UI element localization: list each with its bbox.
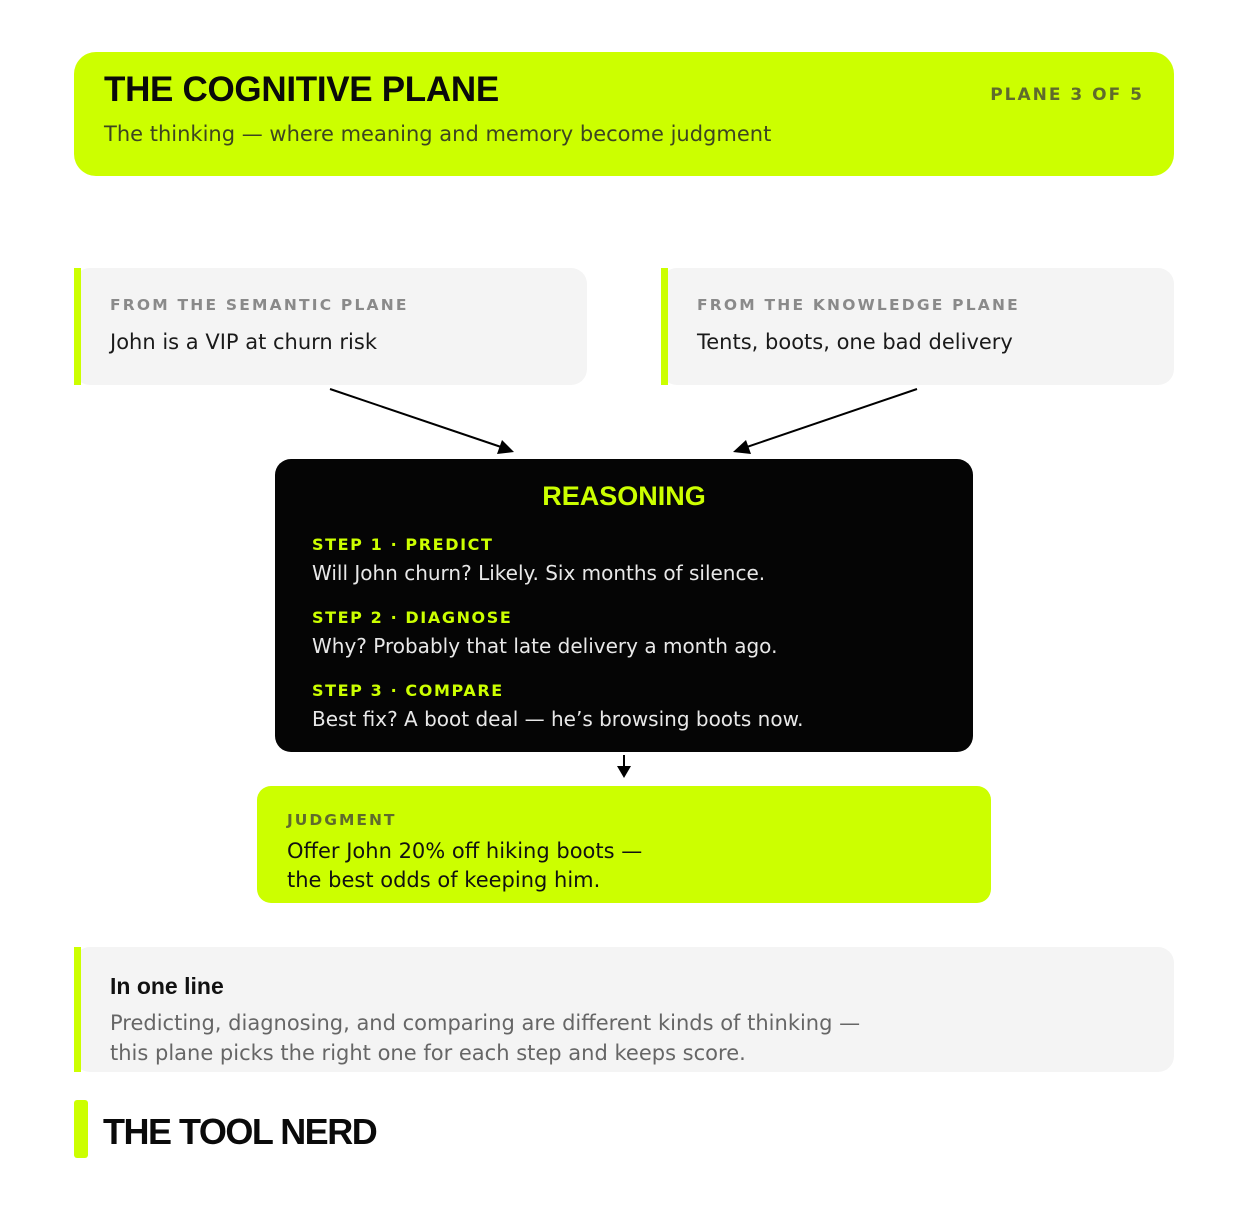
judgment-label: JUDGMENT — [287, 811, 397, 829]
summary-line-1: Predicting, diagnosing, and comparing ar… — [110, 1011, 861, 1035]
knowledge-plane-card: FROM THE KNOWLEDGE PLANE Tents, boots, o… — [661, 268, 1174, 385]
judgment-line-2: the best odds of keeping him. — [287, 868, 601, 892]
source-label: FROM THE KNOWLEDGE PLANE — [697, 296, 1020, 314]
accent-bar — [661, 268, 668, 385]
step-label: STEP 2 · DIAGNOSE — [312, 608, 513, 627]
accent-bar — [74, 947, 81, 1072]
summary-title: In one line — [110, 973, 224, 999]
summary-text: Predicting, diagnosing, and comparing ar… — [110, 1008, 860, 1068]
step-text: Why? Probably that late delivery a month… — [312, 634, 778, 658]
step-text: Will John churn? Likely. Six months of s… — [312, 561, 766, 585]
arrow-semantic-to-reasoning — [329, 388, 514, 454]
judgment-box: JUDGMENT Offer John 20% off hiking boots… — [257, 786, 991, 903]
source-text: John is a VIP at churn risk — [110, 330, 377, 354]
step-label: STEP 3 · COMPARE — [312, 681, 504, 700]
page-subtitle: The thinking — where meaning and memory … — [104, 122, 772, 146]
reasoning-step-compare: STEP 3 · COMPARE Best fix? A boot deal —… — [312, 681, 803, 731]
plane-header: THE COGNITIVE PLANE PLANE 3 OF 5 The thi… — [74, 52, 1174, 176]
arrow-reasoning-to-judgment — [617, 755, 631, 778]
summary-line-2: this plane picks the right one for each … — [110, 1041, 746, 1065]
judgment-text: Offer John 20% off hiking boots — the be… — [287, 837, 642, 895]
reasoning-title: REASONING — [542, 481, 706, 511]
page-title: THE COGNITIVE PLANE — [104, 70, 499, 109]
semantic-plane-card: FROM THE SEMANTIC PLANE John is a VIP at… — [74, 268, 587, 385]
source-text: Tents, boots, one bad delivery — [697, 330, 1013, 354]
reasoning-step-predict: STEP 1 · PREDICT Will John churn? Likely… — [312, 535, 765, 585]
accent-bar — [74, 268, 81, 385]
reasoning-box: REASONING STEP 1 · PREDICT Will John chu… — [275, 459, 973, 752]
arrow-knowledge-to-reasoning — [733, 388, 918, 454]
plane-counter: PLANE 3 OF 5 — [990, 85, 1144, 105]
brand-logo: THE TOOL NERD — [103, 1111, 378, 1152]
reasoning-step-diagnose: STEP 2 · DIAGNOSE Why? Probably that lat… — [312, 608, 777, 658]
step-text: Best fix? A boot deal — he’s browsing bo… — [312, 707, 804, 731]
brand-accent-bar — [74, 1100, 88, 1158]
source-label: FROM THE SEMANTIC PLANE — [110, 296, 409, 314]
summary-card: In one line Predicting, diagnosing, and … — [74, 947, 1174, 1072]
judgment-line-1: Offer John 20% off hiking boots — — [287, 839, 643, 863]
step-label: STEP 1 · PREDICT — [312, 535, 494, 554]
